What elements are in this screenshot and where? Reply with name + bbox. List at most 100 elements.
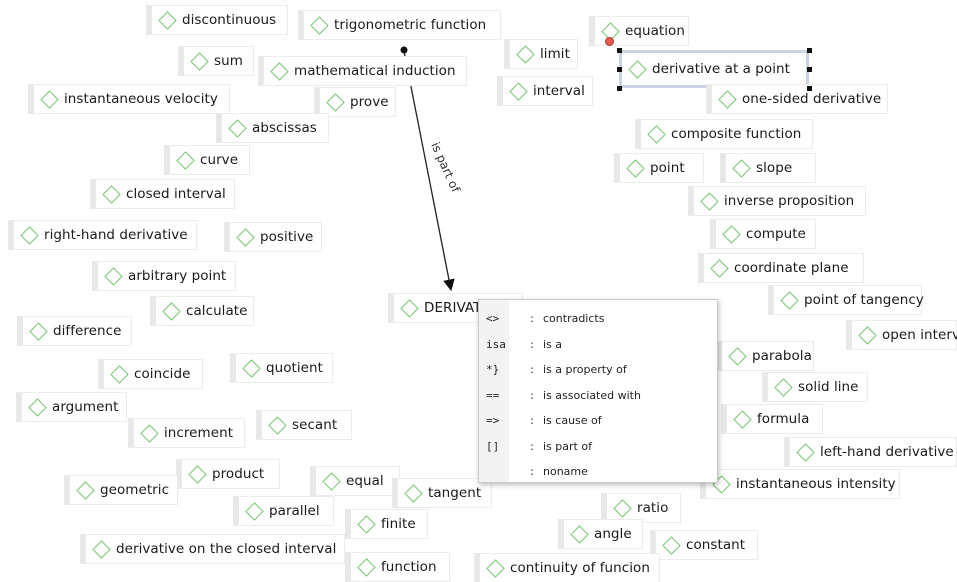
concept-diamond-icon xyxy=(188,464,207,484)
concept-node-interval[interactable]: interval xyxy=(497,76,593,106)
concept-node-difference[interactable]: difference xyxy=(17,316,132,346)
concept-node-compute[interactable]: compute xyxy=(710,219,816,249)
concept-node-one-sided-derivative[interactable]: one-sided derivative xyxy=(706,84,888,114)
concept-diamond-icon xyxy=(858,325,877,345)
concept-node-function[interactable]: function xyxy=(345,552,450,582)
concept-diamond-icon xyxy=(236,227,255,247)
concept-diamond-icon xyxy=(647,124,666,144)
concept-node-closed-interval[interactable]: closed interval xyxy=(90,179,235,209)
concept-node-slope[interactable]: slope xyxy=(720,153,816,183)
resize-handle-middle-right[interactable] xyxy=(807,67,812,72)
concept-node-trigonometric-function[interactable]: trigonometric function xyxy=(298,10,501,40)
concept-node-increment[interactable]: increment xyxy=(128,418,245,448)
connection-marker-dot[interactable] xyxy=(605,37,614,46)
legend-separator: : xyxy=(530,439,534,453)
legend-description: noname xyxy=(543,465,588,479)
concept-node-left-hand-derivative[interactable]: left-hand derivative xyxy=(784,437,957,467)
concept-node-positive[interactable]: positive xyxy=(224,222,322,252)
resize-handle-bottom-left[interactable] xyxy=(617,86,622,91)
concept-node-secant[interactable]: secant xyxy=(256,410,352,440)
concept-diamond-icon xyxy=(662,535,681,555)
legend-separator: : xyxy=(530,388,534,402)
concept-node-geometric[interactable]: geometric xyxy=(64,475,178,505)
legend-description: is a property of xyxy=(543,363,627,377)
concept-node-parallel[interactable]: parallel xyxy=(233,496,334,526)
concept-node-calculate[interactable]: calculate xyxy=(150,296,254,326)
legend-row[interactable]: []:is part of xyxy=(479,434,717,460)
concept-diamond-icon xyxy=(92,539,111,559)
concept-diamond-icon xyxy=(509,81,528,101)
resize-handle-middle-left[interactable] xyxy=(617,67,622,72)
concept-node-inverse-proposition[interactable]: inverse proposition xyxy=(688,186,866,216)
concept-node-point[interactable]: point xyxy=(614,153,704,183)
concept-node-equation[interactable]: equation xyxy=(589,16,689,46)
concept-diamond-icon xyxy=(718,89,737,109)
concept-diamond-icon xyxy=(228,118,247,138)
concept-node-argument[interactable]: argument xyxy=(16,392,127,422)
concept-node-derivative-at-a-point[interactable]: derivative at a point xyxy=(619,50,809,88)
concept-node-product[interactable]: product xyxy=(176,459,280,489)
concept-node-tangent[interactable]: tangent xyxy=(392,478,492,508)
concept-node-sum[interactable]: sum xyxy=(178,46,254,76)
concept-node-solid-line[interactable]: solid line xyxy=(762,372,868,402)
concept-node-finite[interactable]: finite xyxy=(345,509,428,539)
concept-diamond-icon xyxy=(242,358,261,378)
legend-row[interactable]: *}:is a property of xyxy=(479,357,717,383)
concept-node-discontinuous[interactable]: discontinuous xyxy=(146,5,288,35)
concept-node-derivative-on-the-closed-interval[interactable]: derivative on the closed interval xyxy=(80,534,345,564)
concept-node-continuity-of-funcion[interactable]: continuity of funcion xyxy=(474,553,660,582)
concept-diamond-icon xyxy=(140,423,159,443)
concept-node-ratio[interactable]: ratio xyxy=(601,493,681,523)
concept-node-limit[interactable]: limit xyxy=(504,39,578,69)
concept-node-instantaneous-intensity[interactable]: instantaneous intensity xyxy=(700,469,900,499)
concept-diamond-icon xyxy=(268,415,287,435)
concept-node-composite-function[interactable]: composite function xyxy=(635,119,813,149)
concept-diamond-icon xyxy=(628,59,647,79)
concept-node-quotient[interactable]: quotient xyxy=(230,353,333,383)
resize-handle-bottom-right[interactable] xyxy=(807,86,812,91)
legend-row[interactable]: isa:is a xyxy=(479,332,717,358)
legend-symbol: => xyxy=(486,414,500,428)
concept-diamond-icon xyxy=(357,514,376,534)
concept-node-equal[interactable]: equal xyxy=(310,466,400,496)
concept-node-right-hand-derivative[interactable]: right-hand derivative xyxy=(8,220,197,250)
legend-row[interactable]: ==: is associated with xyxy=(479,383,717,409)
concept-node-mathematical-induction[interactable]: mathematical induction xyxy=(258,56,467,86)
concept-node-arbitrary-point[interactable]: arbitrary point xyxy=(92,261,236,291)
legend-gutter xyxy=(479,300,509,482)
resize-handle-top-right[interactable] xyxy=(807,48,812,53)
concept-diamond-icon xyxy=(104,266,123,286)
concept-diamond-icon xyxy=(28,397,47,417)
resize-handle-top-left[interactable] xyxy=(617,48,622,53)
concept-node-instantaneous-velocity[interactable]: instantaneous velocity xyxy=(28,84,230,114)
concept-node-point-of-tangency[interactable]: point of tangency xyxy=(768,285,924,315)
concept-node-coordinate-plane[interactable]: coordinate plane xyxy=(698,253,864,283)
legend-symbol: == xyxy=(486,388,500,402)
legend-description: is associated with xyxy=(543,388,641,402)
legend-row[interactable]: :noname xyxy=(479,459,717,485)
concept-diamond-icon xyxy=(404,483,423,503)
concept-diamond-icon xyxy=(780,290,799,310)
concept-diamond-icon xyxy=(400,298,419,318)
concept-diamond-icon xyxy=(245,501,264,521)
concept-node-formula[interactable]: formula xyxy=(721,404,823,434)
legend-symbol: [] xyxy=(486,439,500,453)
concept-node-prove[interactable]: prove xyxy=(314,87,396,117)
concept-diamond-icon xyxy=(326,92,345,112)
concept-node-angle[interactable]: angle xyxy=(558,519,643,549)
concept-node-parabola[interactable]: parabola xyxy=(716,341,814,371)
concept-node-abscissas[interactable]: abscissas xyxy=(216,113,329,143)
legend-symbol: <> xyxy=(486,312,500,326)
concept-diamond-icon xyxy=(102,184,121,204)
concept-diamond-icon xyxy=(732,158,751,178)
concept-diamond-icon xyxy=(20,225,39,245)
concept-node-constant[interactable]: constant xyxy=(650,530,758,560)
concept-node-coincide[interactable]: coincide xyxy=(98,359,203,389)
concept-diamond-icon xyxy=(728,346,747,366)
concept-node-open-interval[interactable]: open interval xyxy=(846,320,957,350)
concept-node-curve[interactable]: curve xyxy=(164,145,250,175)
concept-diamond-icon xyxy=(110,364,129,384)
legend-row[interactable]: =>:is cause of xyxy=(479,408,717,434)
legend-row[interactable]: <>:contradicts xyxy=(479,306,717,332)
